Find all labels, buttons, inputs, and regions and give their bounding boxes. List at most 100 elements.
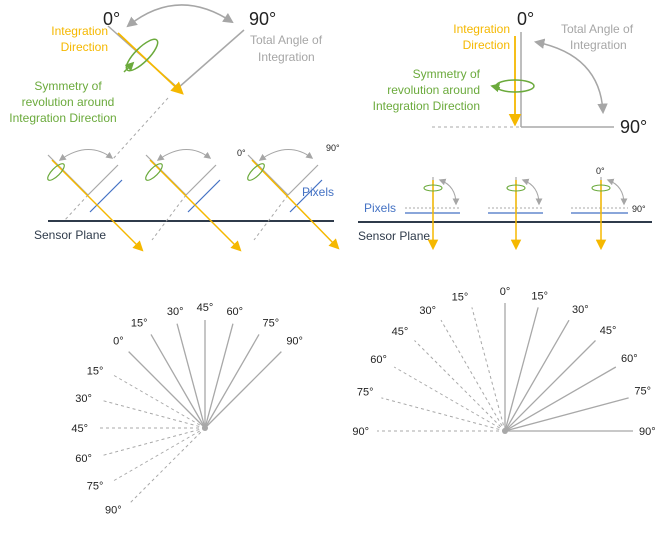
small-0-label-right: 0°	[596, 166, 605, 176]
total-angle-label-1: Total Angle of	[250, 33, 323, 47]
fan-right-dashed-label-0: 15°	[452, 292, 469, 304]
fan-right-solid-ray-1	[504, 307, 539, 432]
fan-right-solid-ray-3	[504, 340, 596, 432]
fan-left-solid-ray-2	[176, 323, 206, 429]
fan-right-solid-label-0: 0°	[500, 286, 511, 298]
angle-90-label: 90°	[249, 9, 276, 29]
panel-normal-integration: 0° 90° Integration Direction Total Angle…	[358, 9, 652, 251]
unit2-pixel	[187, 179, 221, 213]
fan-right-dashed-ray-2	[414, 340, 506, 432]
fan-left-dashed-ray-0	[111, 373, 206, 429]
unit2-integration	[149, 159, 242, 252]
fan-left-solid-label-2: 30°	[167, 306, 184, 318]
total-angle-label-right-2: Integration	[570, 38, 627, 52]
fan-left-dashed-ray-4	[111, 427, 206, 483]
fan-right-solid-ray-5	[504, 397, 629, 432]
fan-left-solid-label-3: 45°	[197, 302, 214, 314]
fan-left-solid-ray-5	[204, 334, 260, 429]
fan-right-dashed-ray-3	[393, 366, 506, 432]
fan-left-solid-label-0: 0°	[113, 336, 124, 348]
angle-0-label-right: 0°	[517, 9, 534, 29]
pixels-label-right: Pixels	[364, 201, 396, 215]
wedge-90-line	[177, 29, 245, 89]
fan-right-dashed-ray-0	[471, 307, 506, 432]
fan-left-dashed-ray-5	[128, 427, 206, 505]
small-90-label: 90°	[326, 143, 340, 153]
integration-label-right-1: Integration	[453, 22, 510, 36]
small-90-label-right: 90°	[632, 204, 646, 214]
symmetry-label-2: revolution around	[22, 95, 115, 109]
unit1-arc	[58, 149, 114, 161]
fan-right-solid-ray-4	[504, 366, 617, 432]
fan-right-dashed-ray-4	[381, 397, 506, 432]
fan-left-dashed-ray-3	[100, 427, 206, 457]
symmetry-label-right-3: Integration Direction	[373, 99, 480, 113]
integration-direction-label-1: Integration	[51, 24, 108, 38]
fan-right-solid-label-6: 90°	[639, 426, 655, 438]
unit3-arc	[258, 149, 314, 161]
right-unit-3	[571, 177, 628, 251]
total-angle-arc-right	[533, 38, 608, 115]
fan-right-solid-label-4: 60°	[621, 353, 638, 365]
integration-direction-label-2: Direction	[61, 40, 108, 54]
sensor-plane-label: Sensor Plane	[34, 228, 106, 242]
unit1-revolution	[47, 163, 65, 181]
unit3-wedge-right	[287, 164, 319, 196]
symmetry-arrow-right	[490, 83, 501, 93]
angle-fan-right: 0°15°30°45°60°75°90°15°30°45°60°75°90°	[352, 286, 655, 438]
unit3-pixel	[289, 179, 323, 213]
angle-0-label: 0°	[103, 9, 120, 29]
fan-left-dashed-label-5: 90°	[105, 504, 122, 516]
sensor-subfigure-right: 0° 90° Pixels Sensor Plane	[358, 166, 652, 251]
fan-left-dashed-label-3: 60°	[75, 453, 92, 465]
small-0-label: 0°	[237, 148, 246, 158]
right-unit-2	[488, 177, 543, 251]
total-angle-label-right-1: Total Angle of	[561, 22, 634, 36]
pixels-label: Pixels	[302, 185, 334, 199]
fan-left-dashed-label-1: 30°	[75, 393, 92, 405]
symmetry-arrow	[123, 61, 135, 73]
fan-right-dashed-label-5: 90°	[352, 426, 369, 438]
fan-left-solid-ray-4	[204, 323, 234, 429]
unit2-wedge-right	[185, 164, 217, 196]
symmetry-label-right-2: revolution around	[387, 83, 480, 97]
fan-right-dashed-label-2: 45°	[392, 326, 409, 338]
fan-left-solid-label-6: 90°	[286, 336, 303, 348]
integration-direction-arrow	[117, 32, 184, 95]
unit1-pixel	[89, 179, 123, 213]
extension-dashed-line	[111, 97, 169, 161]
fan-right-dashed-ray-1	[440, 319, 506, 432]
fan-left-solid-label-1: 15°	[131, 317, 148, 329]
sensor-plane-label-right: Sensor Plane	[358, 229, 430, 243]
angle-90-label-right: 90°	[620, 117, 647, 137]
fan-left-dashed-label-0: 15°	[87, 366, 104, 378]
unit1-integration	[51, 159, 144, 252]
fan-left-dashed-ray-1	[100, 399, 206, 429]
fan-left-solid-label-4: 60°	[226, 306, 243, 318]
unit1-wedge-right	[87, 164, 119, 196]
fan-right-solid-label-2: 30°	[572, 304, 589, 316]
fan-right-dashed-label-4: 75°	[357, 386, 374, 398]
unit3-dash	[253, 194, 289, 241]
unit2-dash	[151, 194, 187, 241]
right-unit-1	[405, 177, 460, 251]
fan-left-solid-ray-0	[128, 351, 206, 429]
symmetry-label-1: Symmetry of	[34, 79, 102, 93]
fan-right-solid-label-1: 15°	[531, 291, 548, 303]
unit2-arc	[156, 149, 212, 161]
symmetry-label-3: Integration Direction	[9, 111, 116, 125]
fan-right-dashed-label-1: 30°	[419, 305, 436, 317]
integration-label-right-2: Direction	[463, 38, 510, 52]
fan-right-dashed-label-3: 60°	[370, 354, 387, 366]
unit3-revolution	[247, 163, 265, 181]
total-angle-label-2: Integration	[258, 50, 315, 64]
unit1-dash	[63, 194, 89, 222]
fan-right-solid-ray-2	[504, 319, 570, 432]
angle-fan-left: 0°15°30°45°60°75°90°15°30°45°60°75°90°	[71, 302, 303, 516]
unit3-integration	[251, 159, 340, 250]
fan-left-dashed-label-2: 45°	[71, 423, 88, 435]
sensor-subfigure-left: 0° 90° Pixels Sensor Plane	[34, 143, 340, 252]
symmetry-label-right-1: Symmetry of	[413, 67, 481, 81]
panel-tilted-integration: 0° 90° Integration Direction Total Angle…	[9, 4, 340, 252]
